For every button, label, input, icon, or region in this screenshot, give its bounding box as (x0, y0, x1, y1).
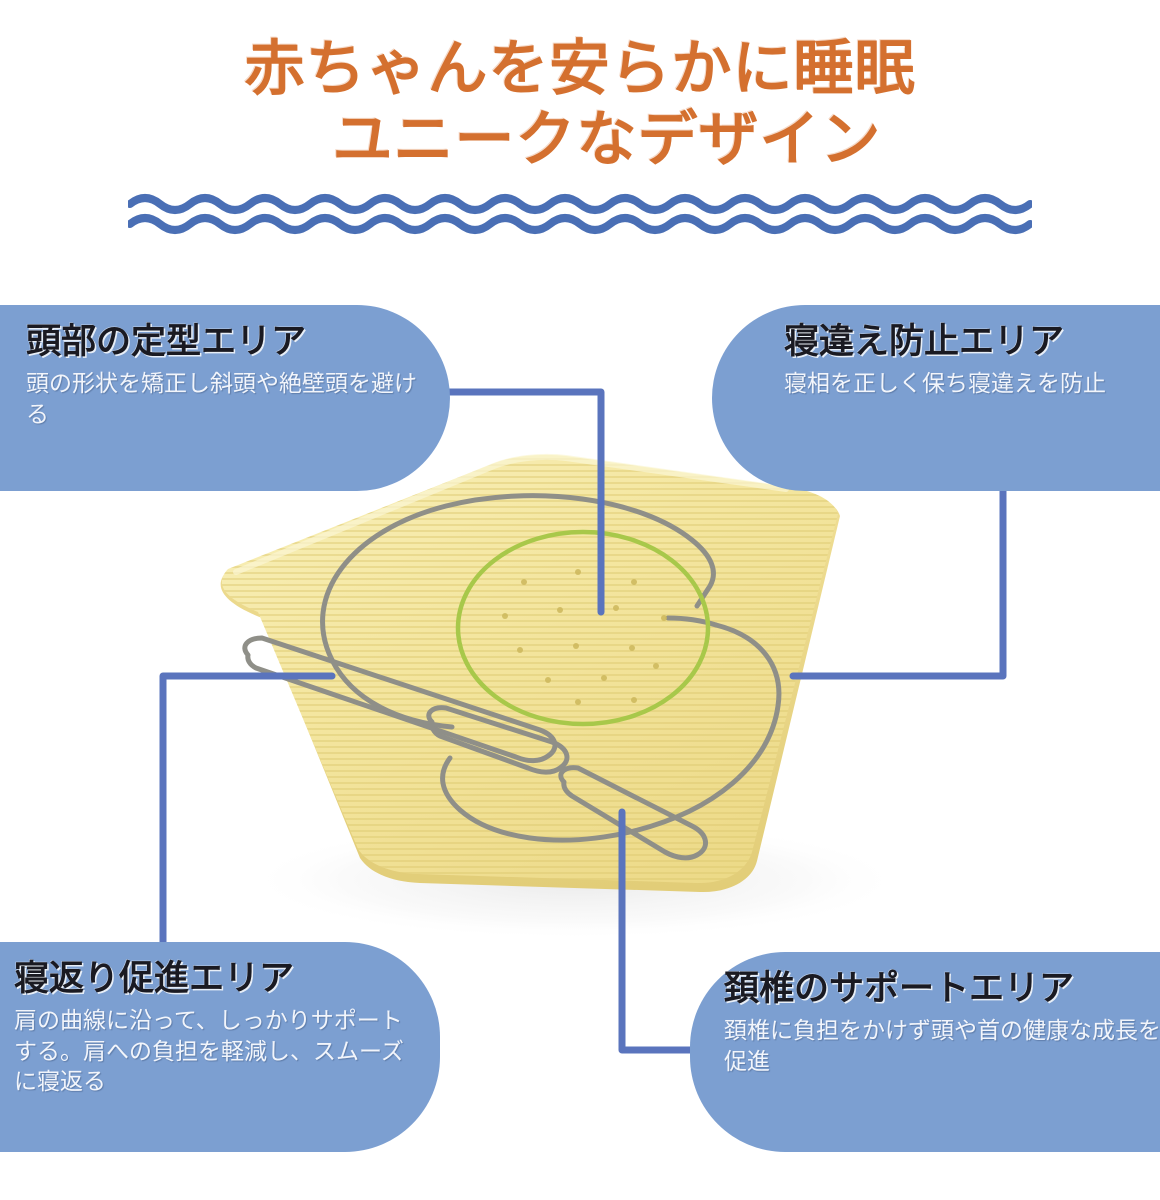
connector-stiff-neck (789, 483, 1007, 680)
callout-body: 頭の形状を矯正し斜頭や絶壁頭を避ける (26, 371, 417, 428)
callout-head-shaping-area[interactable]: 頭部の定型エリア 頭の形状を矯正し斜頭や絶壁頭を避ける (0, 305, 450, 491)
callout-title: 寝返り促進エリア (14, 959, 295, 999)
callout-rollover-promotion-area[interactable]: 寝返り促進エリア 肩の曲線に沿って、しっかりサポートする。肩への負担を軽減し、ス… (0, 942, 440, 1152)
callout-body: 肩の曲線に沿って、しっかりサポートする。肩への負担を軽減し、スムーズに寝返る (14, 1008, 404, 1096)
connector-rollover (159, 672, 336, 954)
callout-cervical-support-area[interactable]: 頚椎のサポートエリア 頚椎に負担をかけず頭や首の健康な成長を促進 (690, 952, 1160, 1152)
page-title: 赤ちゃんを安らかに睡眠 ユニークなデザイン (0, 34, 1160, 176)
callout-title: 頭部の定型エリア (26, 322, 307, 362)
callout-title: 寝違え防止エリア (784, 322, 1065, 362)
callout-body: 寝相を正しく保ち寝違えを防止 (784, 371, 1106, 398)
title-line-1: 赤ちゃんを安らかに睡眠 (244, 34, 916, 104)
callout-title: 頚椎のサポートエリア (724, 969, 1075, 1009)
callout-stiff-neck-prevention-area[interactable]: 寝違え防止エリア 寝相を正しく保ち寝違えを防止 (712, 305, 1160, 491)
wave-divider-icon (128, 194, 1032, 234)
title-line-2: ユニークなデザイン (332, 104, 882, 175)
connector-head-shaping (416, 388, 605, 616)
callout-body: 頚椎に負担をかけず頭や首の健康な成長を促進 (724, 1018, 1160, 1075)
